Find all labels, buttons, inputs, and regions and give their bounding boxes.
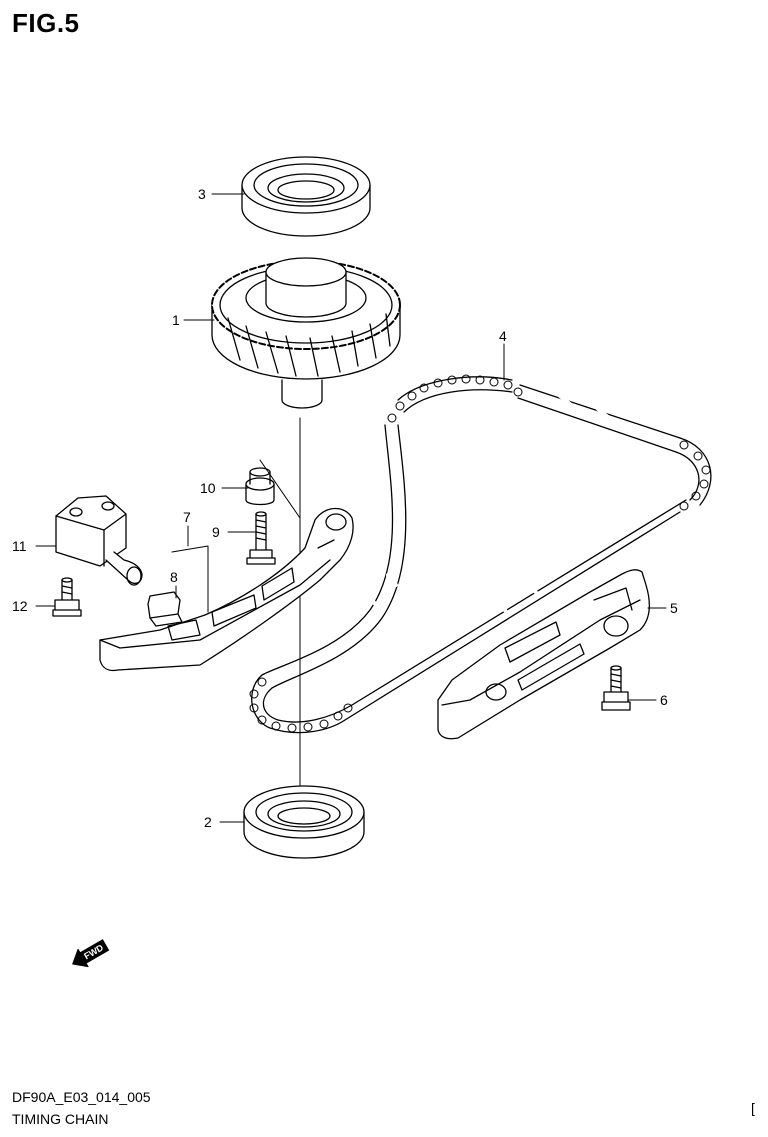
leader-lines	[35, 193, 667, 823]
part-9-bolt[interactable]	[246, 511, 276, 565]
callout-1[interactable]: 1	[172, 312, 180, 328]
part-1-helical-gear[interactable]	[211, 257, 401, 409]
diagram-code: DF90A_E03_014_005	[12, 1089, 151, 1105]
callout-11[interactable]: 11	[12, 538, 27, 554]
part-12-bolt[interactable]	[52, 577, 82, 617]
part-11-tensioner-adjuster[interactable]	[55, 495, 143, 586]
part-2-bearing[interactable]	[243, 785, 365, 859]
part-8-guide-pad[interactable]	[147, 591, 183, 627]
forward-arrow-icon: FWD	[72, 939, 110, 968]
callout-8[interactable]: 8	[170, 569, 178, 585]
callout-10[interactable]: 10	[200, 480, 216, 496]
callout-12[interactable]: 12	[12, 598, 28, 614]
callout-2[interactable]: 2	[204, 814, 212, 830]
diagram-name: TIMING CHAIN	[12, 1111, 109, 1127]
part-5-chain-guide[interactable]	[437, 569, 651, 740]
callout-4[interactable]: 4	[499, 328, 507, 344]
part-4-timing-chain[interactable]	[249, 374, 712, 734]
page-mark: [	[751, 1100, 755, 1116]
part-3-bearing[interactable]	[241, 156, 371, 237]
part-10-collar[interactable]	[245, 467, 275, 506]
callout-6[interactable]: 6	[660, 692, 668, 708]
part-7-tensioner-guide[interactable]	[99, 507, 354, 672]
part-10-leader	[259, 459, 301, 519]
callout-3[interactable]: 3	[198, 186, 206, 202]
figure-title: FIG.5	[12, 8, 80, 38]
callout-7[interactable]: 7	[183, 509, 191, 525]
callout-5[interactable]: 5	[670, 600, 678, 616]
callout-9[interactable]: 9	[212, 524, 220, 540]
part-6-bolt[interactable]	[601, 665, 631, 711]
